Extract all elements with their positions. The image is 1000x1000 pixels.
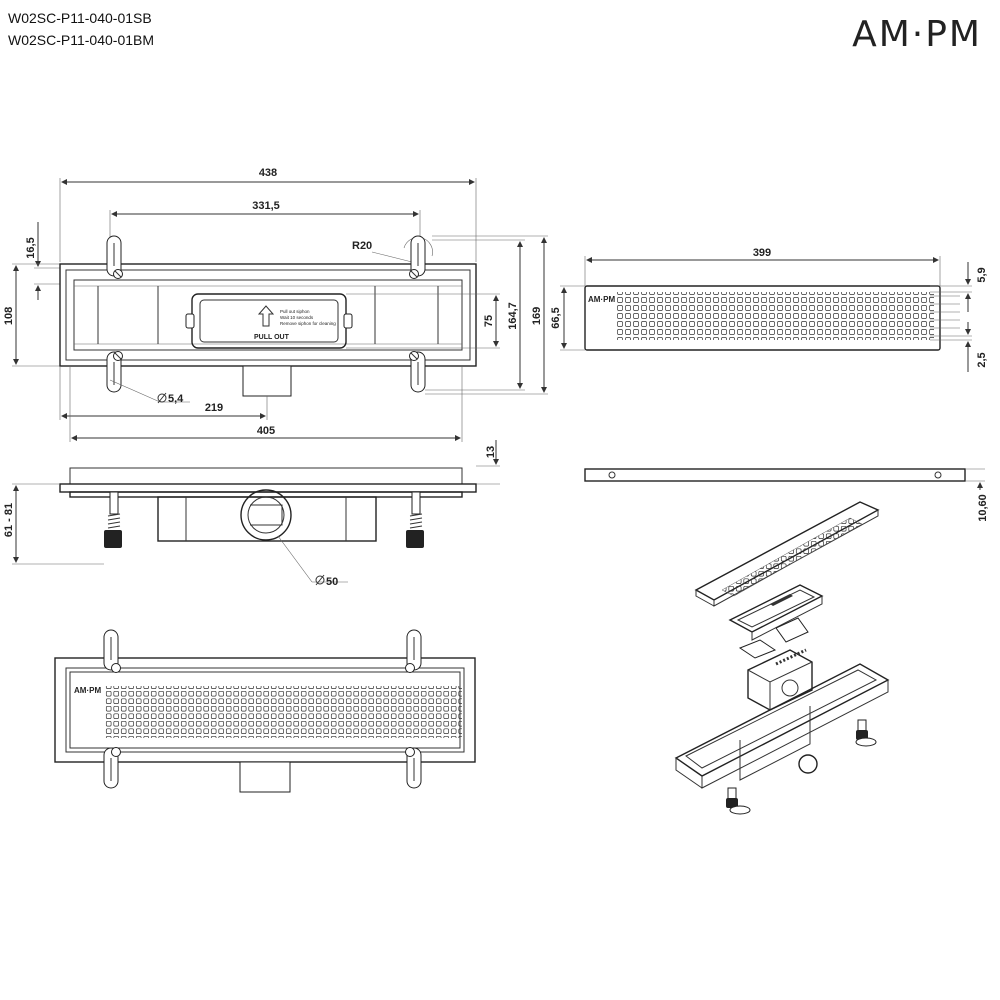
front-view: AM·PM (54, 629, 476, 793)
front-bracket-left-bottom (103, 747, 121, 789)
bracket-left-bottom (106, 351, 123, 393)
exploded-view (674, 501, 890, 815)
dim-5-9: 5,9 (976, 267, 988, 282)
bracket-left-top (106, 235, 123, 279)
front-bracket-right-top (405, 629, 422, 673)
dim-169: 169 (531, 307, 543, 325)
iso-siphon-body (747, 648, 813, 711)
siphon-note-1: Pull out siphon (280, 309, 310, 314)
leg-right (406, 491, 424, 548)
siphon-pull-label: PULL OUT (254, 334, 290, 341)
siphon-note-2: Wait 10 seconds (280, 315, 314, 320)
dim-grate-length: 399 (753, 247, 771, 259)
front-bracket-left-top (103, 629, 121, 673)
bracket-right-bottom (409, 351, 426, 393)
brand-logo: AM·PM (852, 14, 982, 55)
front-grate-holes (104, 686, 462, 738)
dim-75: 75 (483, 315, 495, 327)
iso-siphon-cover (728, 584, 824, 641)
side-view: 13 61 - 81 (3, 440, 500, 588)
front-grate-logo: AM·PM (74, 686, 101, 695)
dim-219: 219 (205, 402, 223, 414)
dim-overall: 438 (259, 167, 277, 179)
dim-grate-width: 66,5 (550, 307, 562, 328)
front-bracket-right-bottom (405, 747, 422, 789)
dim-grate-thick: 10,60 (977, 494, 989, 522)
dim-range: 61 - 81 (3, 503, 15, 537)
iso-drain-body (674, 663, 890, 815)
dim-405: 405 (257, 425, 275, 437)
grate-logo: AM·PM (588, 295, 615, 304)
dim-164: 164,7 (507, 302, 519, 330)
iso-part-b (775, 617, 809, 643)
dim-13: 13 (485, 446, 497, 458)
dim-height: 108 (3, 307, 15, 325)
grate-side-view: 10,60 (584, 468, 989, 522)
top-view: 438 331,5 R20 16,5 108 (3, 167, 548, 442)
dim-radius: R20 (352, 240, 372, 252)
dim-hole: 5,4 (168, 393, 184, 405)
leg-left (104, 491, 122, 548)
product-code-2: W02SC-P11-040-01BM (8, 32, 155, 48)
siphon-note-3: Remove siphon for cleaning (280, 321, 336, 326)
dim-2-5: 2,5 (976, 352, 988, 367)
grate-view: 399 AM·PM 66,5 5,9 2,5 (550, 247, 988, 372)
grate-holes (616, 292, 934, 340)
siphon-insert: Pull out siphon Wait 10 seconds Remove s… (185, 293, 353, 349)
product-code-1: W02SC-P11-040-01SB (8, 10, 152, 26)
iso-part-a (738, 639, 777, 659)
dim-inner: 331,5 (252, 200, 280, 212)
dim-edge: 16,5 (25, 237, 37, 258)
dim-pipe: 50 (326, 576, 338, 588)
iso-grate (694, 501, 880, 607)
bracket-right-top (409, 235, 426, 279)
